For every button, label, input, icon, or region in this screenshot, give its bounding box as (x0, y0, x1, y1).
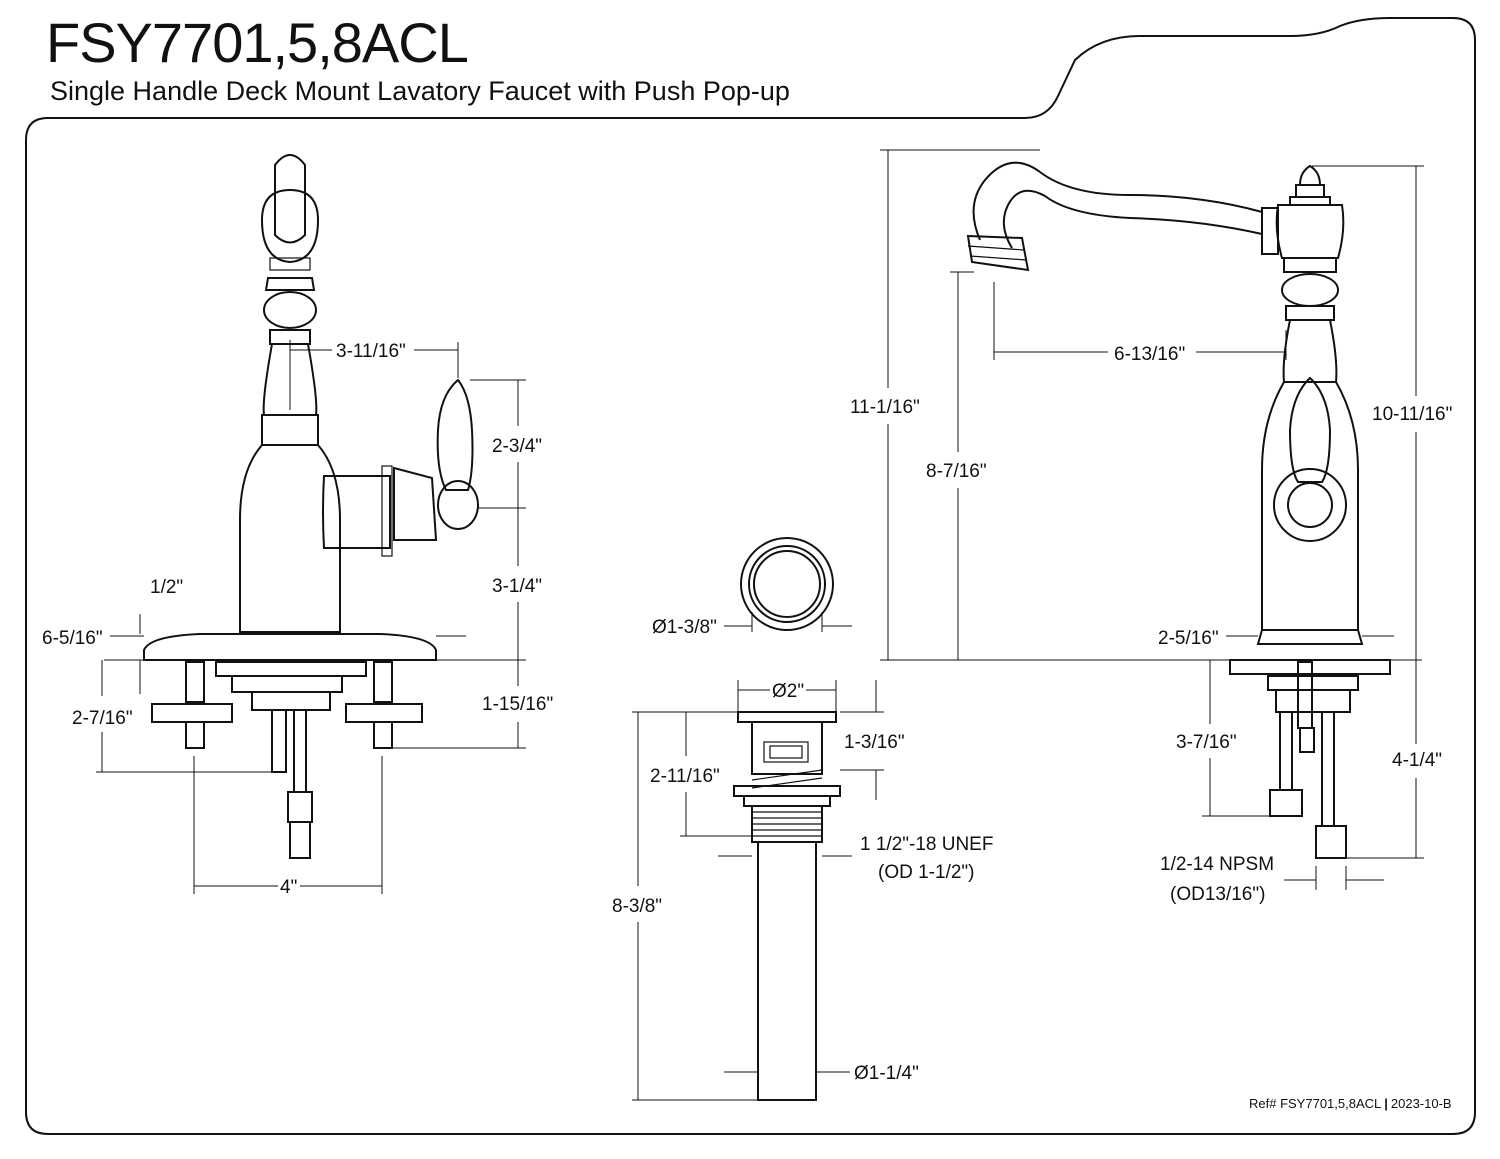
dim-base-width: 6-5/16" (42, 628, 103, 649)
dim-connection-od: (OD13/16") (1170, 884, 1265, 905)
dim-flange-diameter: Ø2" (772, 681, 804, 702)
dim-spout-reach: 6-13/16" (1114, 344, 1185, 365)
product-description: Single Handle Deck Mount Lavatory Faucet… (50, 76, 790, 106)
reference-number: Ref# FSY7701,5,8ACL|2023-10-B (1249, 1096, 1452, 1111)
dim-side-below-deck: 4-1/4" (1392, 750, 1442, 771)
reference-label: Ref# FSY7701,5,8ACL (1249, 1096, 1382, 1111)
dim-top-height: 10-11/16" (1372, 404, 1452, 425)
dim-body-height: 2-11/16" (650, 766, 720, 787)
dim-handle-base-height: 3-1/4" (492, 576, 542, 597)
dim-base-diameter: 2-5/16" (1158, 628, 1219, 649)
dim-shank-length: 2-7/16" (72, 708, 133, 729)
dim-tail-diameter: Ø1-1/4" (854, 1063, 919, 1084)
dim-handle-height: 2-3/4" (492, 436, 542, 457)
dim-flange-height: 1-3/16" (844, 732, 905, 753)
revision-code: 2023-10-B (1390, 1096, 1452, 1111)
dim-overall-height: 11-1/16" (850, 397, 920, 418)
dim-below-deck: 1-15/16" (482, 694, 553, 715)
drain-assembly (733, 537, 841, 1101)
side-view-dimensions (880, 149, 1424, 890)
dim-center-spread: 4" (280, 877, 297, 898)
dim-thread-spec: 1 1/2"-18 UNEF (860, 834, 993, 855)
model-title: FSY7701,5,8ACL (46, 11, 469, 74)
dim-connection-spec: 1/2-14 NPSM (1160, 854, 1274, 875)
drawing-border (25, 17, 1476, 1135)
front-view-faucet (143, 154, 479, 859)
reference-separator: | (1384, 1096, 1388, 1111)
front-view-dimensions (96, 340, 526, 894)
drain-dimensions (632, 612, 884, 1101)
dim-handle-offset: 3-11/16" (336, 341, 406, 362)
dim-base-top: 1/2" (150, 577, 183, 598)
side-view-faucet (966, 161, 1391, 859)
dim-thread-od: (OD 1-1/2") (878, 862, 974, 883)
dim-total-length: 8-3/8" (612, 896, 662, 917)
dim-supply-length: 3-7/16" (1176, 732, 1237, 753)
dim-cap-diameter: Ø1-3/8" (652, 617, 717, 638)
dim-spout-height: 8-7/16" (926, 461, 987, 482)
